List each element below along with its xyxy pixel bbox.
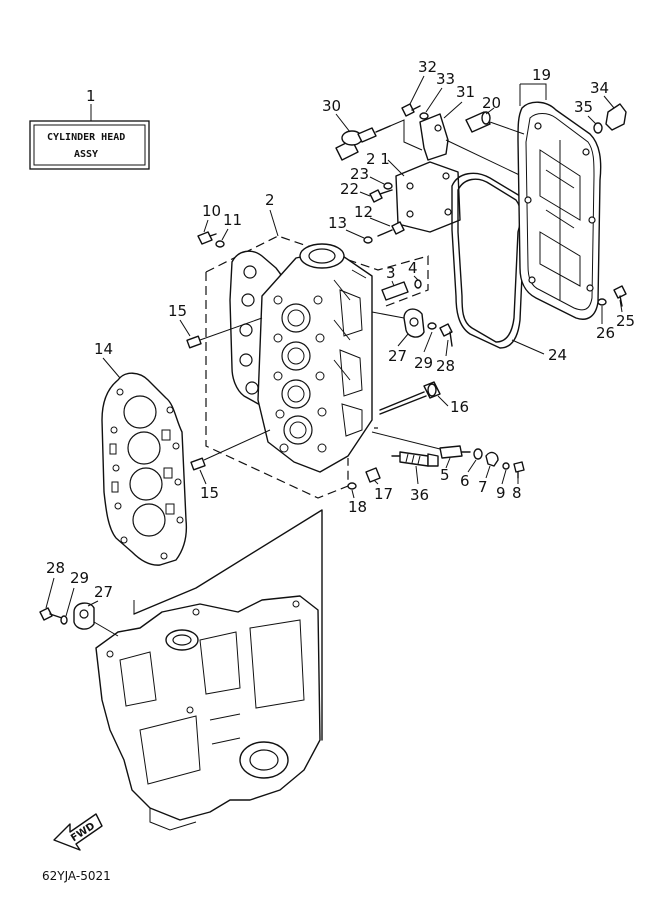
thermostat-30 [335, 125, 391, 161]
callout-20: 20 [482, 94, 501, 112]
callout-23: 23 [350, 165, 369, 183]
callout-33: 33 [436, 70, 455, 88]
bolt-28-lower [39, 607, 63, 621]
title-line-1: CYLINDER HEAD [47, 132, 125, 143]
sensor-5 [439, 445, 471, 459]
bolt-10 [197, 231, 217, 245]
callout-28-lower: 28 [46, 559, 65, 577]
bolt-28-upper [439, 323, 453, 347]
callout-26: 26 [596, 324, 615, 342]
ring-4 [414, 279, 422, 289]
callout-25: 25 [616, 312, 635, 330]
cylinder-block [95, 509, 323, 831]
bolt-22 [369, 189, 393, 203]
cylinder-head-assy-label-box: 1 CYLINDER HEAD ASSY [29, 87, 150, 170]
title-line-2: ASSY [74, 149, 98, 160]
fitting-3 [381, 281, 409, 301]
washer-11 [215, 240, 225, 248]
callout-2: 2 [265, 191, 275, 209]
bolt-25 [613, 285, 627, 307]
bracket-31 [419, 113, 449, 161]
callout-34: 34 [590, 79, 609, 97]
callout-35: 35 [574, 98, 593, 116]
callout-11: 11 [223, 211, 242, 229]
callout-27-upper: 27 [388, 347, 407, 365]
bolt-12 [377, 221, 405, 237]
washer-9 [502, 462, 510, 470]
callout-17: 17 [374, 485, 393, 503]
cylinder-head-gasket [101, 372, 188, 566]
bolt-16 [379, 381, 441, 415]
anode-20 [465, 111, 491, 133]
callout-31: 31 [456, 83, 475, 101]
callout-29-lower: 29 [70, 569, 89, 587]
callout-7: 7 [478, 478, 488, 496]
callout-28-upper: 28 [436, 357, 455, 375]
washer-26 [597, 298, 607, 306]
callout-6: 6 [460, 472, 470, 490]
callout-10: 10 [202, 202, 221, 220]
callout-8: 8 [512, 484, 522, 502]
callout-30: 30 [322, 97, 341, 115]
callout-4: 4 [408, 259, 418, 277]
spark-plug-36 [391, 451, 439, 467]
bolt-32 [401, 103, 421, 117]
callout-15-lower: 15 [200, 484, 219, 502]
clip-7 [485, 451, 499, 467]
head-assembly-dashed-outline [205, 235, 429, 499]
callout-19: 19 [532, 66, 551, 84]
washer-23 [383, 182, 393, 190]
callout-3: 3 [386, 264, 396, 282]
cap-34 [605, 103, 627, 131]
callout-15-upper: 15 [168, 302, 187, 320]
callout-1: 1 [86, 87, 96, 105]
plate-27-upper [403, 308, 425, 338]
washer-6 [473, 448, 483, 460]
callout-12: 12 [354, 203, 373, 221]
drawing-code: 62YJA-5021 [42, 869, 111, 883]
forward-arrow: FWD [53, 813, 103, 851]
callout-27-lower: 27 [94, 583, 113, 601]
callout-32: 32 [418, 58, 437, 76]
cover-plate-21 [395, 161, 461, 233]
dowel-pin-lower [190, 429, 271, 471]
callout-14: 14 [94, 340, 113, 358]
washer-18 [347, 482, 357, 490]
callout-36: 36 [410, 486, 429, 504]
washer-13 [363, 236, 373, 244]
screw-8 [513, 461, 525, 479]
callout-9: 9 [496, 484, 506, 502]
callout-21: 2 1 [366, 150, 390, 168]
callout-18: 18 [348, 498, 367, 516]
callout-29-upper: 29 [414, 354, 433, 372]
washer-33 [419, 112, 429, 120]
callout-13: 13 [328, 214, 347, 232]
callout-5: 5 [440, 466, 450, 484]
bolt-17 [365, 467, 381, 483]
dowel-pin-upper [186, 317, 263, 349]
callout-22: 22 [340, 180, 359, 198]
seal-35 [593, 122, 603, 134]
exhaust-cover-gasket-24 [451, 172, 528, 349]
cylinder-head [229, 243, 373, 473]
washer-29-lower [60, 615, 68, 625]
washer-29-upper [427, 322, 437, 330]
plate-27-lower [73, 602, 95, 630]
callout-24: 24 [548, 346, 567, 364]
exhaust-cover-19 [517, 101, 602, 320]
callout-16: 16 [450, 398, 469, 416]
